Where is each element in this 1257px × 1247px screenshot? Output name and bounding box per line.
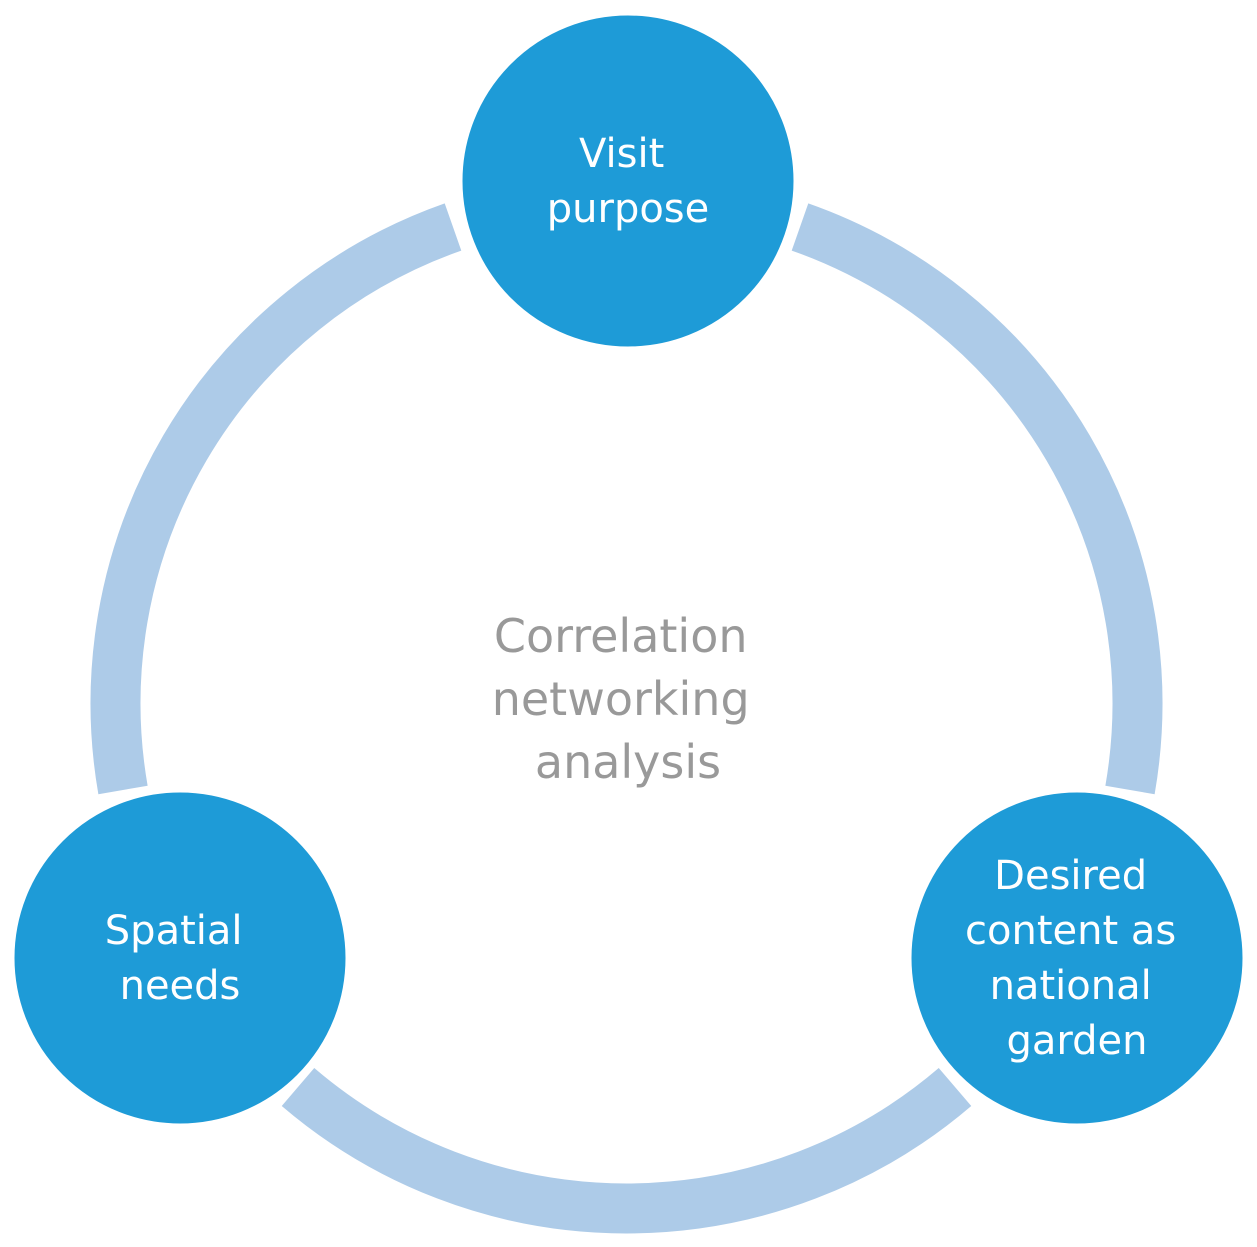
node-visit-purpose: Visit purpose — [455, 8, 801, 354]
node-desired-content-label: Desired content as national garden — [965, 853, 1189, 1064]
center-label: Correlation networking analysis — [492, 609, 765, 789]
node-label-line: garden — [1007, 1018, 1148, 1064]
node-label-line: needs — [120, 963, 241, 1009]
ring-segment-top-right — [791, 203, 1163, 795]
ring-segment-bottom — [281, 1068, 972, 1234]
node-spatial-needs: Spatial needs — [7, 785, 353, 1131]
center-label-line: networking — [492, 672, 750, 726]
node-visit-purpose-circle — [455, 8, 801, 354]
center-label-line: analysis — [535, 735, 721, 789]
node-label-line: content as — [965, 908, 1176, 954]
node-desired-content-circle — [904, 785, 1250, 1131]
center-label-line: Correlation — [494, 609, 748, 663]
node-label-line: Spatial — [105, 908, 243, 954]
node-visit-purpose-label: Visit purpose — [547, 131, 710, 232]
ring-segment-top-left — [90, 203, 462, 795]
node-spatial-needs-circle — [7, 785, 353, 1131]
node-label-line: Desired — [994, 853, 1147, 899]
node-desired-content: Desired content as national garden — [904, 785, 1250, 1131]
node-spatial-needs-label: Spatial needs — [105, 908, 255, 1009]
node-label-line: purpose — [547, 186, 710, 232]
node-label-line: national — [990, 963, 1152, 1009]
node-label-line: Visit — [579, 131, 664, 177]
